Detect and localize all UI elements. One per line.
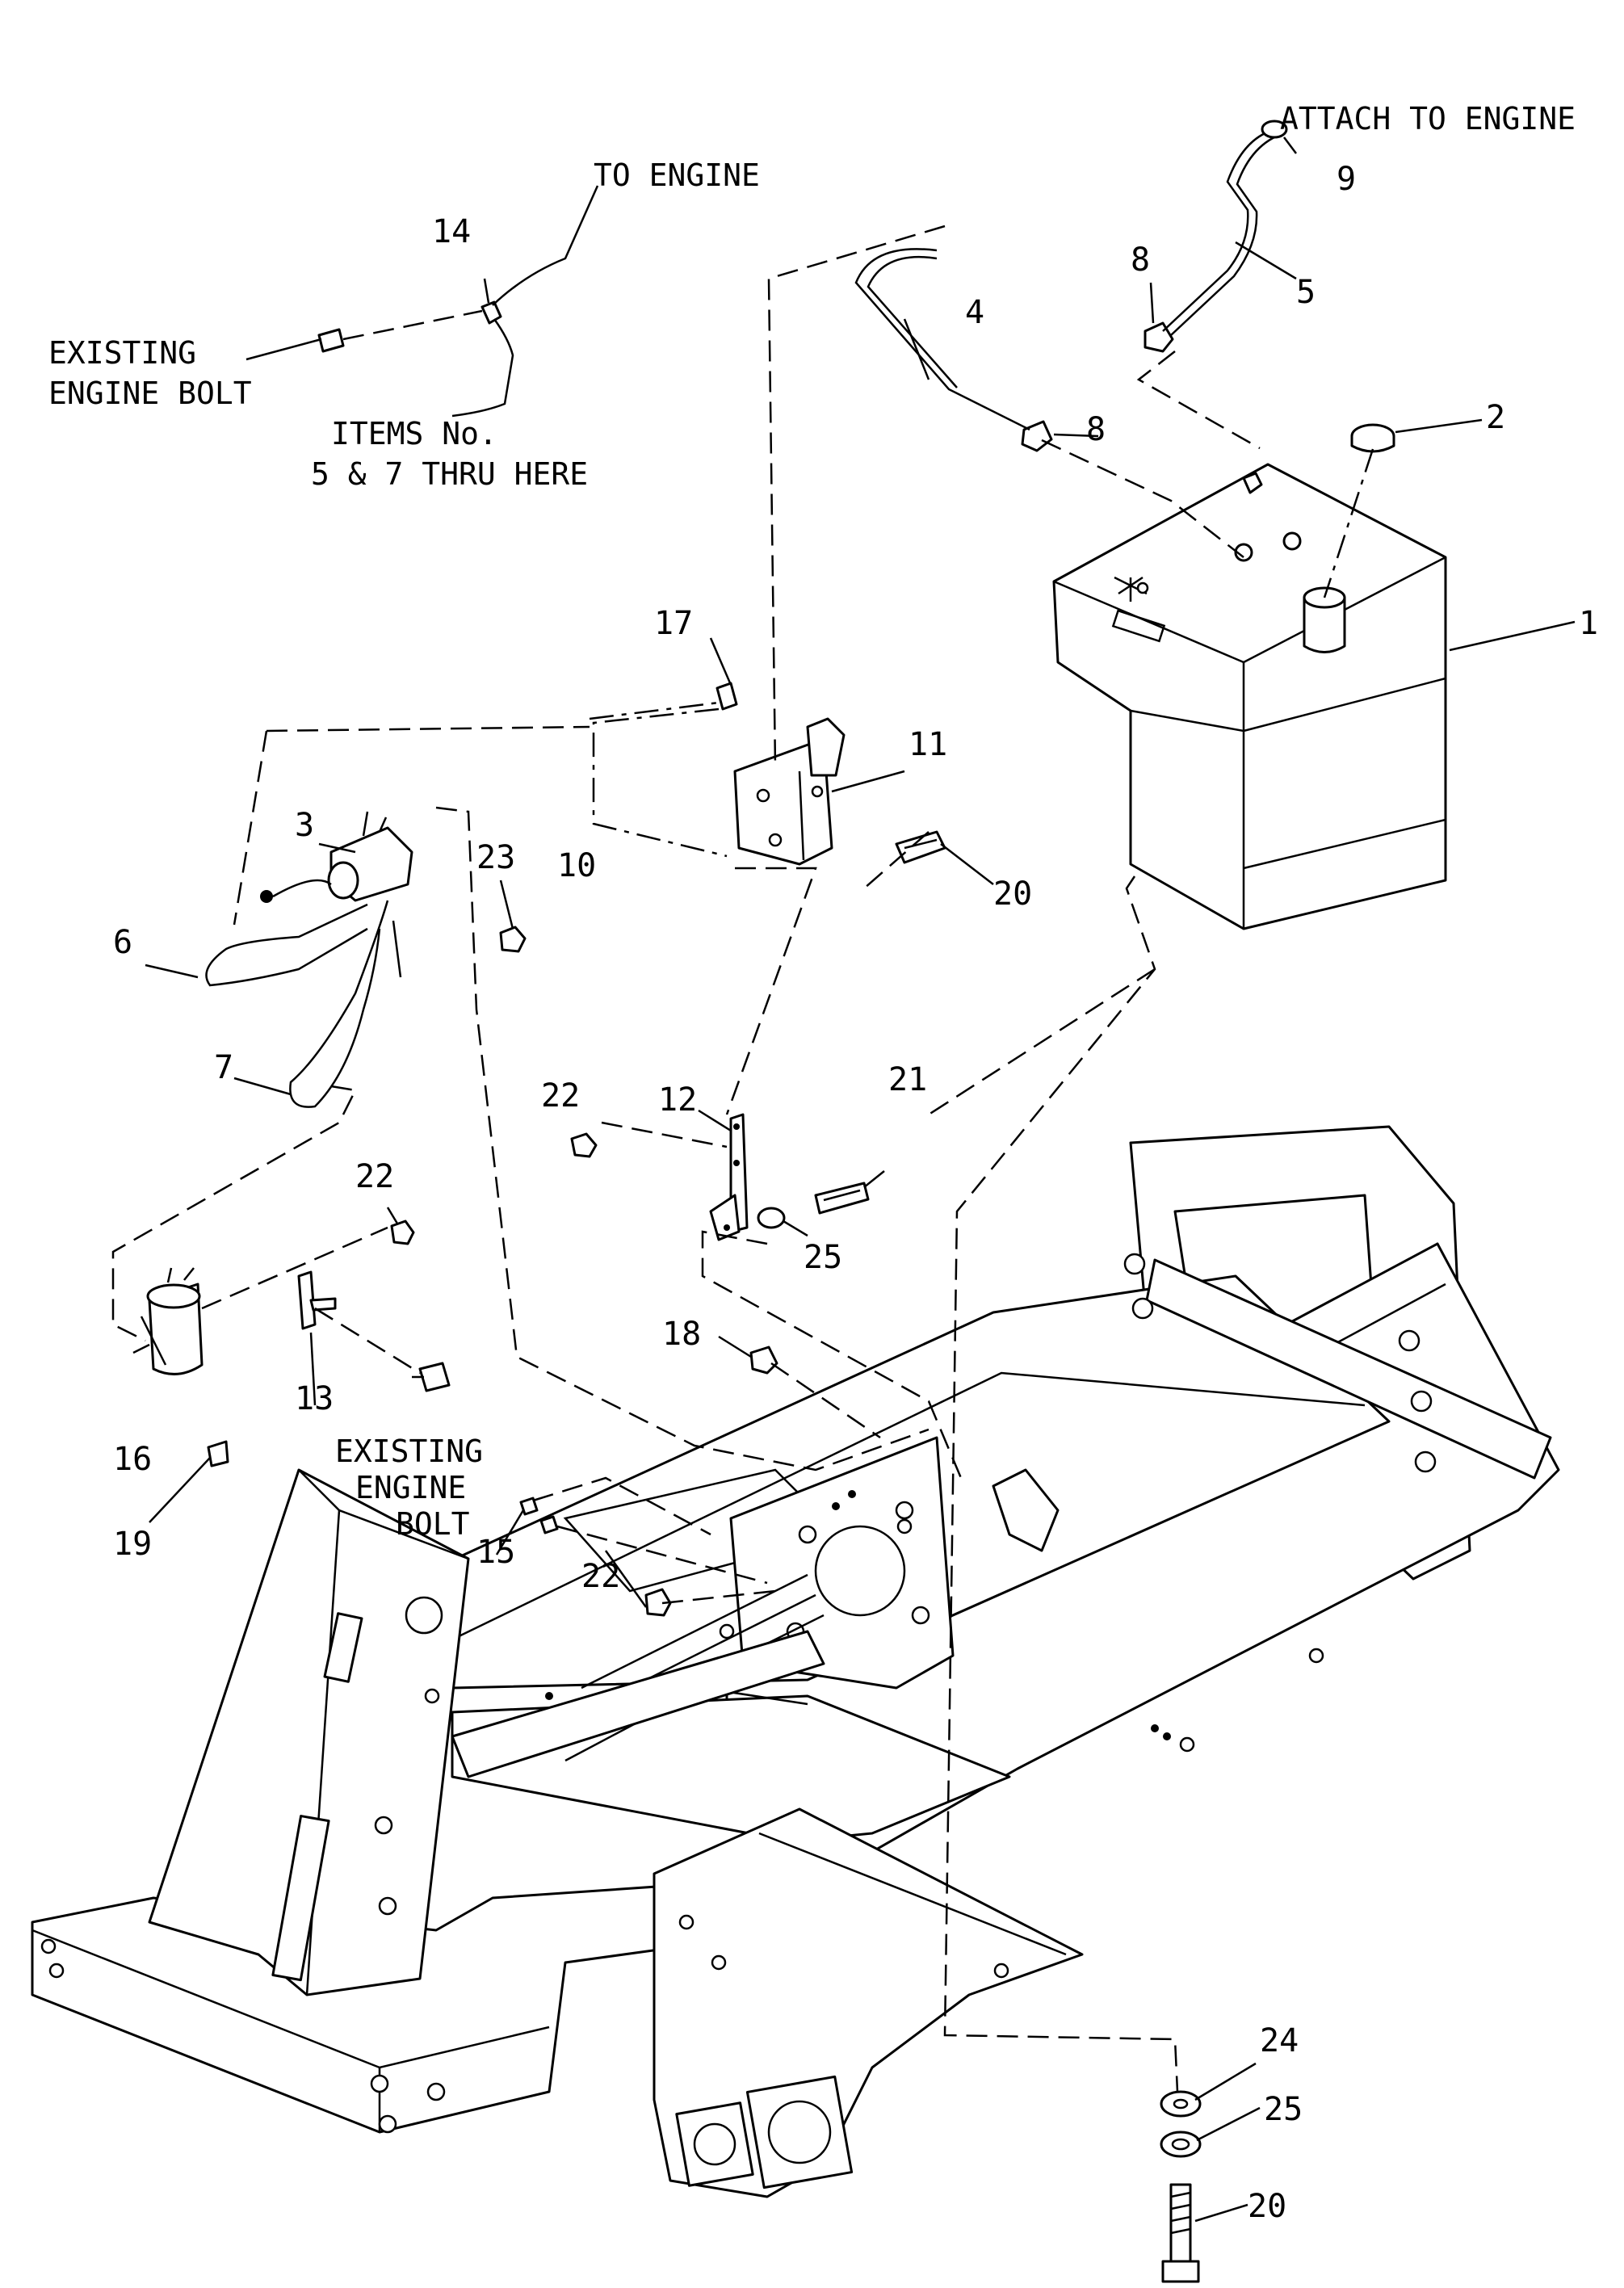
note-items-thru-2: 5 & 7 THRU HERE xyxy=(311,456,588,492)
note-existing-engine-bolt-b1: EXISTING xyxy=(335,1434,483,1469)
callout-20-upper: 20 xyxy=(993,875,1032,913)
note-existing-engine-bolt-b2: ENGINE xyxy=(355,1470,466,1505)
leader-lines xyxy=(140,136,1576,2223)
existing-engine-bolt-lower xyxy=(418,1362,451,1392)
note-existing-engine-bolt-2: ENGINE BOLT xyxy=(48,376,252,411)
callout-15: 15 xyxy=(476,1534,515,1571)
nut-23 xyxy=(499,926,527,953)
nut-22-middle xyxy=(390,1220,415,1245)
callout-5: 5 xyxy=(1296,274,1316,311)
callout-6: 6 xyxy=(113,924,132,961)
clamp-9 xyxy=(1261,120,1288,139)
fuel-cap xyxy=(1350,423,1395,453)
callout-22-upper: 22 xyxy=(541,1077,580,1115)
note-existing-engine-bolt-b3: BOLT xyxy=(396,1506,470,1542)
bracket-12 xyxy=(709,1113,749,1241)
bolt-20-lower xyxy=(1161,2183,1200,2283)
ground-clip-14 xyxy=(317,300,502,353)
assembly-lines xyxy=(111,225,1374,2093)
note-attach-to-engine: ATTACH TO ENGINE xyxy=(1280,101,1576,136)
nut-15-b xyxy=(539,1515,559,1534)
callout-8-lower: 8 xyxy=(1086,411,1106,448)
fuel-line-7 xyxy=(289,900,389,1108)
fitting-8-lower xyxy=(1021,420,1053,452)
solenoid-3 xyxy=(260,811,413,903)
note-to-engine: TO ENGINE xyxy=(594,157,760,193)
callout-21: 21 xyxy=(888,1061,927,1098)
callout-18: 18 xyxy=(662,1316,701,1353)
note-items-thru-1: ITEMS No. xyxy=(331,416,497,451)
callout-23: 23 xyxy=(476,839,515,876)
callout-22-lower: 22 xyxy=(581,1558,620,1595)
callout-2: 2 xyxy=(1486,399,1505,436)
note-existing-engine-bolt-1: EXISTING xyxy=(48,335,196,371)
callout-20-lower: 20 xyxy=(1248,2188,1286,2225)
fuel-filter-16 xyxy=(132,1267,204,1375)
washer-25-mid xyxy=(757,1207,786,1229)
mount-bracket-11 xyxy=(733,717,846,866)
fuel-tank xyxy=(1052,463,1447,930)
callout-19: 19 xyxy=(113,1526,152,1563)
callout-4: 4 xyxy=(965,294,984,331)
bolt-21 xyxy=(814,1182,870,1215)
nut-22-upper xyxy=(570,1132,598,1158)
chassis-frame xyxy=(31,1125,1560,2198)
callout-14: 14 xyxy=(432,213,471,250)
callout-22-middle: 22 xyxy=(355,1158,394,1195)
fuel-line-4 xyxy=(854,248,1030,431)
fitting-tank-top xyxy=(1242,472,1263,494)
bracket-13 xyxy=(297,1270,317,1330)
callout-25-lower: 25 xyxy=(1264,2091,1303,2128)
bolt-20-upper xyxy=(895,830,946,864)
fitting-8-upper xyxy=(1144,321,1174,353)
callout-13: 13 xyxy=(295,1380,334,1417)
fuel-line-6 xyxy=(205,903,368,987)
callout-3: 3 xyxy=(295,807,314,844)
callout-8-upper: 8 xyxy=(1131,241,1150,279)
callout-9: 9 xyxy=(1337,161,1356,198)
callout-12: 12 xyxy=(658,1081,697,1119)
callout-25-mid: 25 xyxy=(804,1239,842,1276)
callout-17: 17 xyxy=(654,605,693,642)
callout-10: 10 xyxy=(557,847,596,884)
nut-18 xyxy=(749,1346,778,1375)
callout-1: 1 xyxy=(1579,605,1598,642)
nut-22-lower xyxy=(644,1588,672,1617)
bolt-19 xyxy=(207,1440,229,1467)
callout-16: 16 xyxy=(113,1441,152,1478)
fuel-line-5 xyxy=(1162,128,1277,332)
callout-7: 7 xyxy=(214,1049,233,1086)
callout-11: 11 xyxy=(909,726,947,763)
bolt-17 xyxy=(715,682,738,711)
callout-24: 24 xyxy=(1260,2022,1299,2059)
nut-15-a xyxy=(519,1497,539,1516)
